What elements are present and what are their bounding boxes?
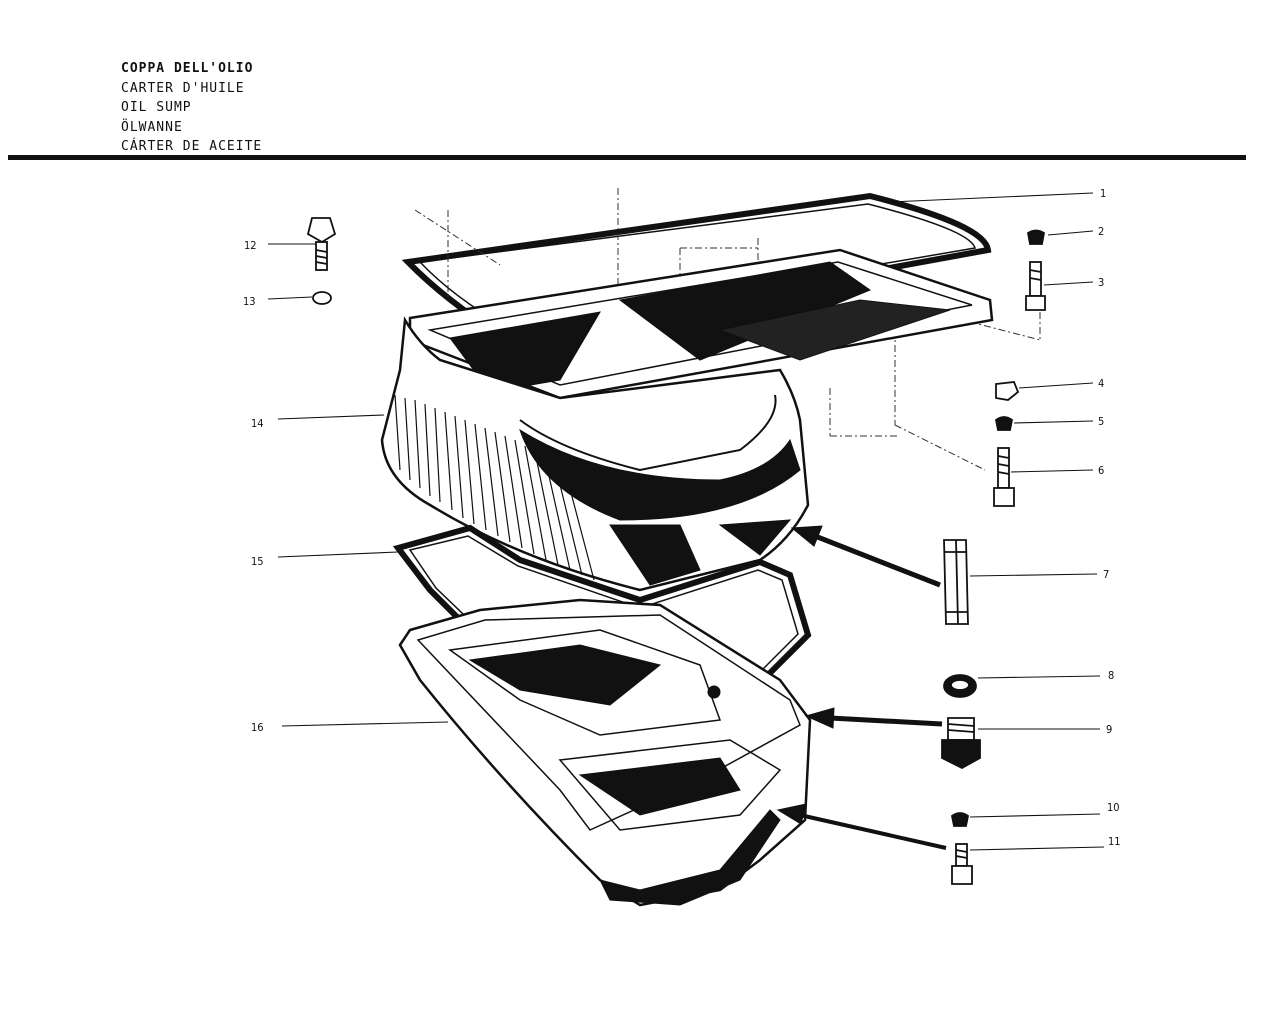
title-english: OIL SUMP [121, 100, 192, 115]
upper-sump [380, 248, 994, 592]
callout-14: 14 [251, 417, 264, 430]
callout-labels: 1 2 3 4 5 6 7 8 9 10 11 12 13 14 15 16 [243, 187, 1121, 848]
bolt-6 [993, 447, 1015, 507]
callout-4: 4 [1098, 377, 1104, 390]
callout-5: 5 [1098, 415, 1104, 428]
title-block: COPPA DELL'OLIO CARTER D'HUILE OIL SUMP … [121, 59, 262, 157]
upper-gasket [401, 192, 992, 342]
callout-8: 8 [1108, 669, 1114, 682]
title-german: ÖLWANNE [121, 119, 183, 135]
nut-4 [995, 381, 1020, 401]
title-italian: COPPA DELL'OLIO [121, 61, 254, 76]
pointer-arrows [776, 525, 947, 850]
lock-washer-2 [1027, 229, 1045, 245]
callout-9: 9 [1106, 723, 1112, 736]
leader-lines [267, 192, 1105, 851]
washer-13 [312, 291, 332, 305]
callout-7: 7 [1103, 568, 1109, 581]
callout-13: 13 [243, 295, 256, 308]
callout-1: 1 [1100, 187, 1106, 200]
callout-11: 11 [1108, 835, 1121, 848]
stud-7 [943, 539, 969, 625]
callout-3: 3 [1098, 276, 1104, 289]
drain-plug-9 [941, 717, 981, 770]
callout-6: 6 [1098, 464, 1104, 477]
title-spanish: CÁRTER DE ACEITE [121, 139, 263, 154]
callout-10: 10 [1107, 801, 1120, 814]
bolt-11 [951, 843, 973, 885]
callout-12: 12 [244, 239, 257, 252]
callout-16: 16 [251, 721, 264, 734]
bolt-3 [1025, 261, 1046, 311]
washer-5 [995, 416, 1013, 431]
sealing-ring-8 [943, 674, 977, 698]
title-french: CARTER D'HUILE [121, 80, 245, 96]
banjo-bolt-12 [306, 217, 337, 271]
parts [306, 217, 1046, 885]
callout-2: 2 [1098, 225, 1104, 238]
callout-15: 15 [251, 555, 264, 568]
header-rule [8, 155, 1246, 160]
lock-washer-10 [951, 812, 969, 827]
lower-sump [398, 598, 812, 907]
